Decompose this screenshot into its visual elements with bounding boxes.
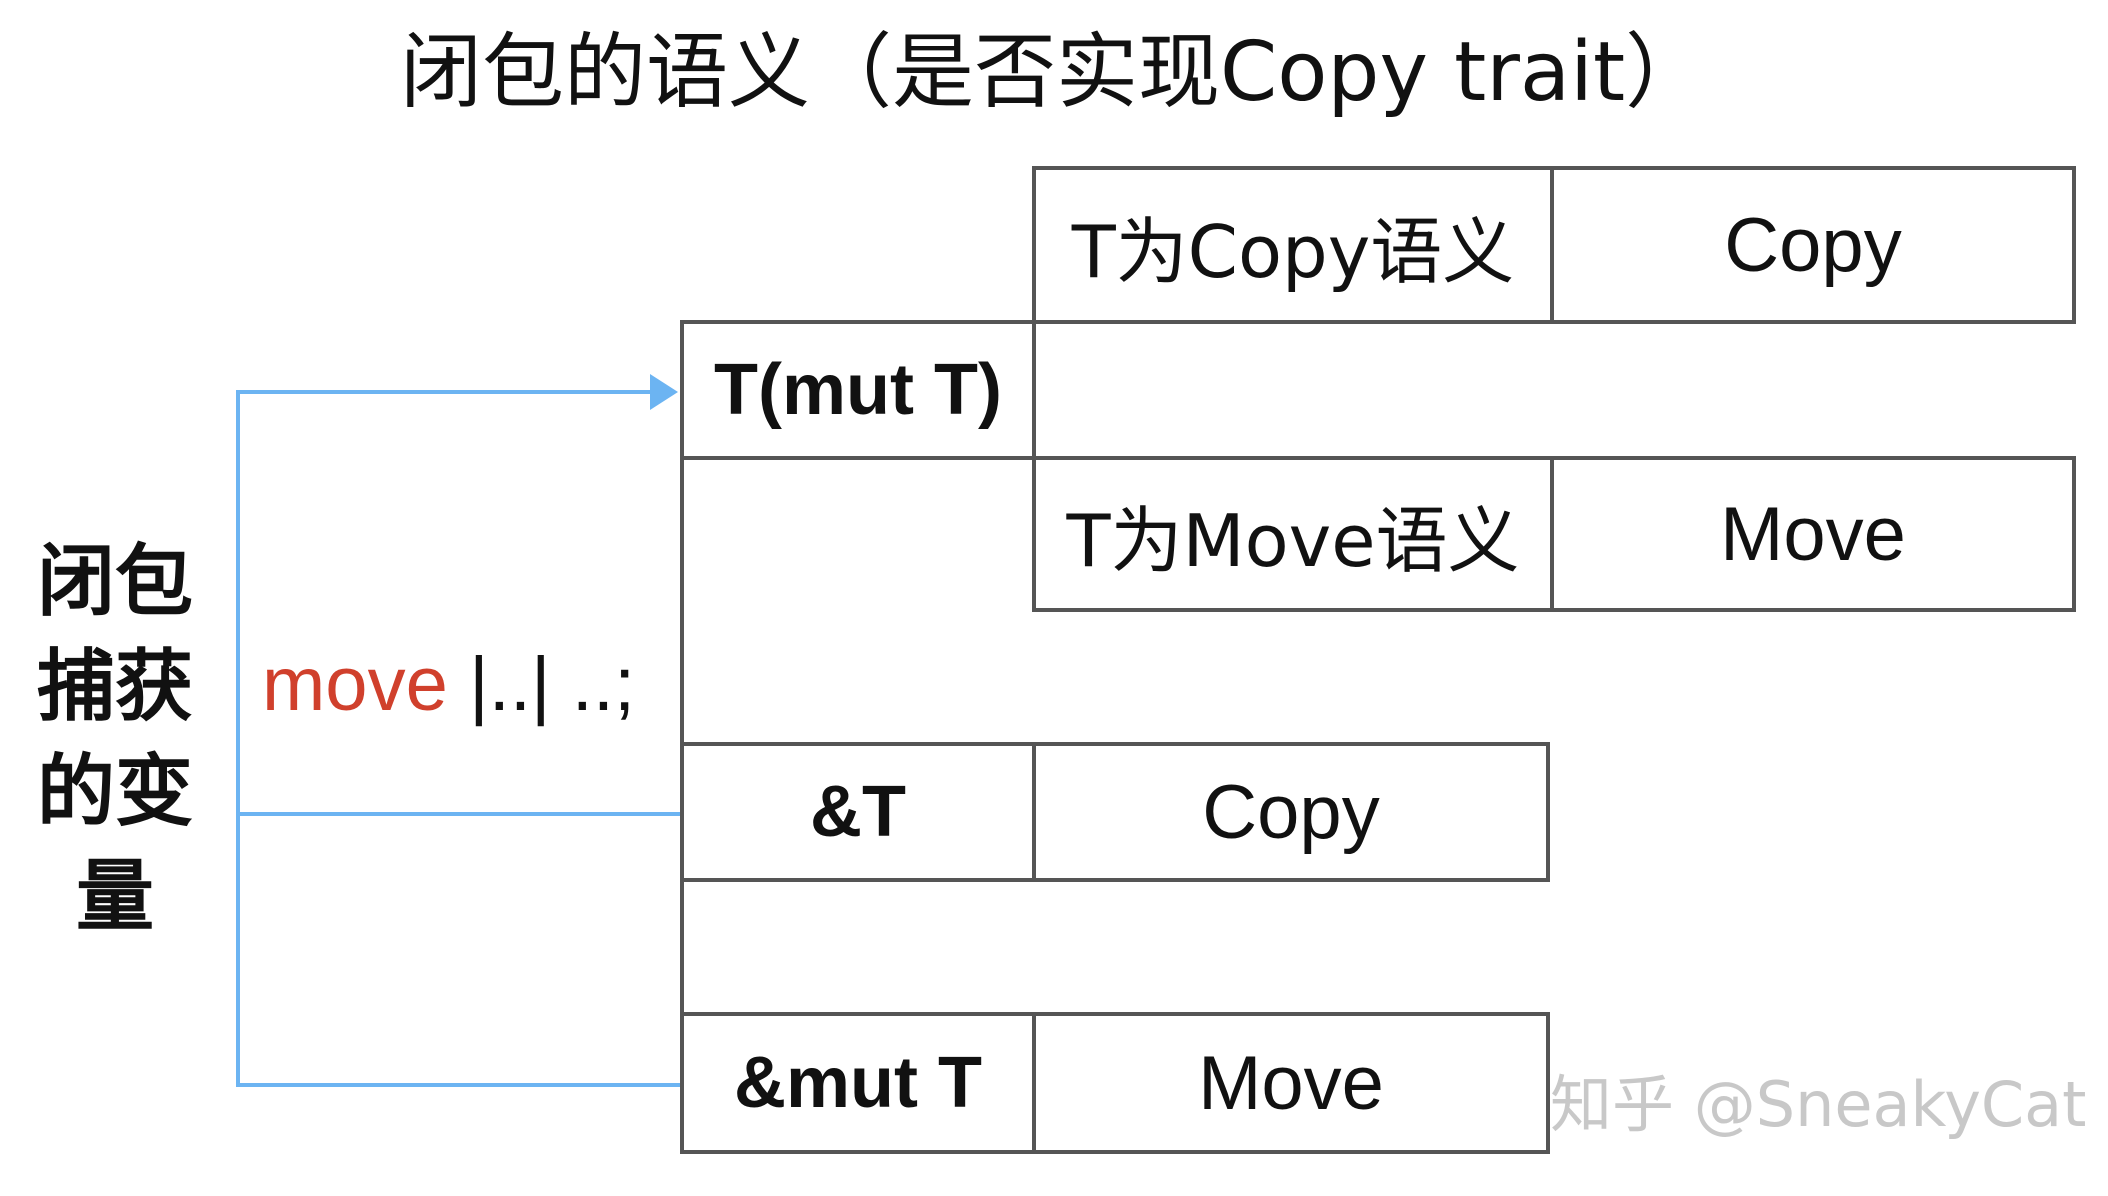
move-keyword: move: [262, 642, 448, 727]
shared-ref-result: Copy: [1202, 769, 1380, 855]
captured-variable-line-3: 的变: [36, 747, 193, 837]
move-semantics-divider: [1550, 456, 1554, 612]
copy-semantics-box: [1032, 166, 2076, 324]
mut-ref-box: [680, 1012, 1550, 1154]
captured-variable-label: 闭包 捕获 的变 量: [30, 530, 200, 950]
watermark: 知乎 @SneakyCat: [1550, 1068, 2087, 1141]
owned-right-connector: [1032, 320, 1036, 460]
shared-ref-divider: [1032, 742, 1036, 882]
copy-semantics-divider: [1550, 166, 1554, 324]
captured-variable-line-1: 闭包: [36, 537, 193, 627]
mut-ref-divider: [1032, 1012, 1036, 1154]
copy-semantics-label: T为Copy语义: [1071, 209, 1515, 294]
captured-variable-line-2: 捕获: [36, 642, 193, 732]
mut-ref-label: &mut T: [734, 1043, 982, 1123]
copy-semantics-result: Copy: [1724, 202, 1902, 288]
owned-bottom-edge: [680, 456, 1036, 460]
move-closure-syntax: move |..| ..;: [262, 630, 635, 740]
diagram-title: 闭包的语义（是否实现Copy trait）: [400, 25, 1708, 120]
move-closure-rest: |..| ..;: [447, 642, 636, 727]
move-semantics-box: [1032, 456, 2076, 612]
captured-variable-line-4: 量: [75, 852, 154, 942]
move-semantics-label: T为Move语义: [1066, 498, 1520, 583]
arrow-head-icon: [650, 374, 678, 410]
owned-type-label: T(mut T): [714, 350, 1002, 430]
shared-ref-label: &T: [810, 772, 906, 852]
mut-ref-result: Move: [1198, 1040, 1384, 1126]
move-semantics-result: Move: [1720, 491, 1906, 577]
shared-ref-box: [680, 742, 1550, 882]
